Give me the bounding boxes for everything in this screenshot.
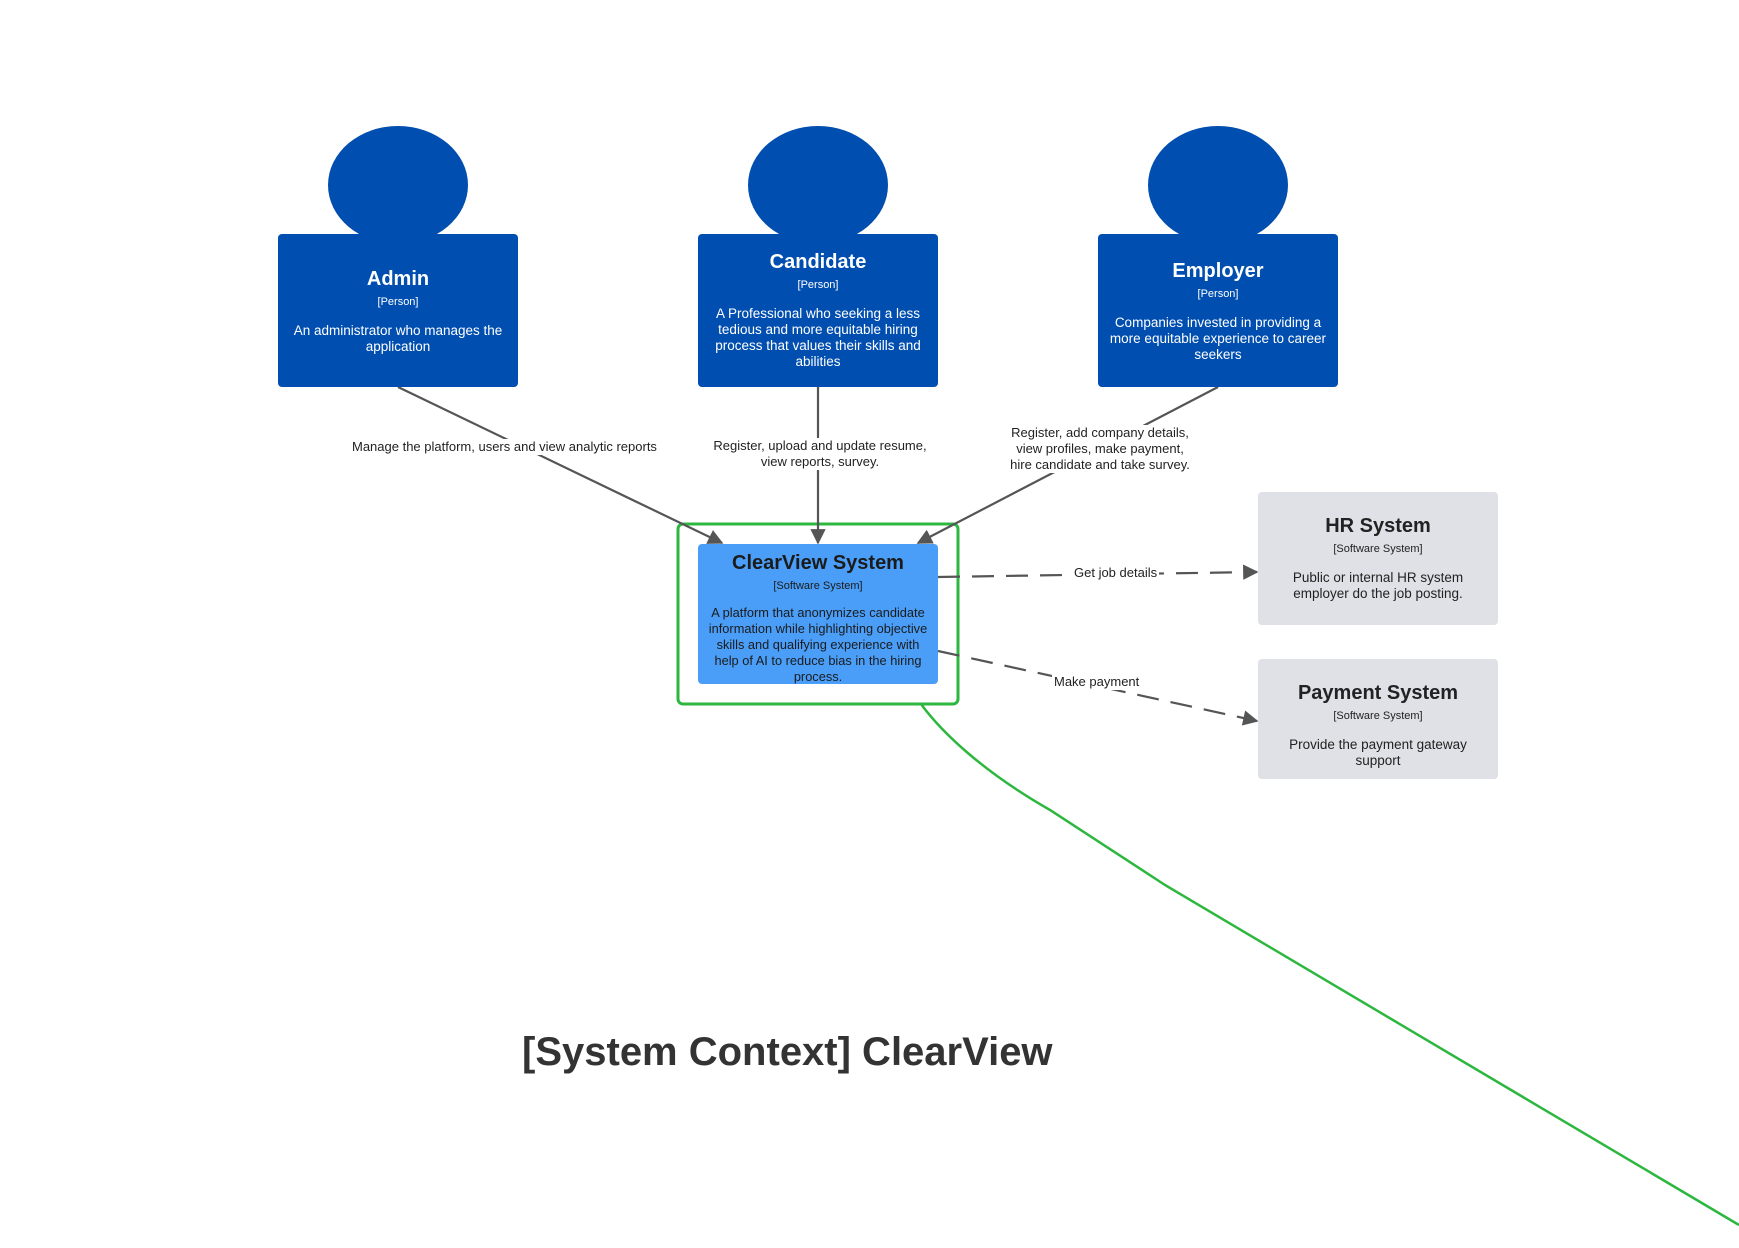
edge-label-candidate-line2: view reports, survey. xyxy=(760,454,880,469)
edge-clearview-to-payment xyxy=(937,649,1259,726)
payment-tag: [Software System] xyxy=(1333,710,1423,722)
edge-label-admin: Manage the platform, users and view anal… xyxy=(350,439,659,455)
edge-label-candidate-line1: Register, upload and update resume, xyxy=(713,438,927,453)
clearview-tag: [Software System] xyxy=(773,580,863,592)
edge-label-hr-text: Get job details xyxy=(1074,565,1158,580)
edge-label-hr: Get job details xyxy=(1072,565,1160,581)
payment-description: Provide the payment gateway support xyxy=(1289,737,1467,768)
edge-label-employer-line1: Register, add company details, xyxy=(1011,425,1189,440)
payment-title: Payment System xyxy=(1297,682,1459,704)
admin-tag: [Person] xyxy=(377,296,419,308)
candidate-tag: [Person] xyxy=(797,279,839,291)
edge-label-candidate: Register, upload and update resume, view… xyxy=(705,438,935,470)
employer-title: Employer xyxy=(1172,260,1264,282)
edge-clearview-to-hr xyxy=(937,564,1259,580)
clearview-description: A platform that anonymizes candidate inf… xyxy=(708,605,928,684)
edge-label-payment-text: Make payment xyxy=(1054,674,1140,689)
candidate-person-head-icon xyxy=(748,126,888,244)
employer-person-box[interactable]: Employer [Person] Companies invested in … xyxy=(1098,234,1338,387)
edge-label-employer: Register, add company details, view prof… xyxy=(1000,425,1200,473)
candidate-person-box[interactable]: Candidate [Person] A Professional who se… xyxy=(698,234,938,387)
admin-description: An administrator who manages the applica… xyxy=(293,323,503,354)
hr-description: Public or internal HR system employer do… xyxy=(1292,570,1464,601)
clearview-system-box[interactable]: ClearView System [Software System] A pla… xyxy=(698,544,938,684)
diagram-title: [System Context] ClearView xyxy=(522,1030,1053,1074)
hr-title: HR System xyxy=(1325,515,1431,537)
edge-label-admin-text: Manage the platform, users and view anal… xyxy=(352,439,657,454)
clearview-title: ClearView System xyxy=(732,552,904,574)
edge-label-payment: Make payment xyxy=(1052,674,1142,690)
edge-admin-to-clearview xyxy=(397,386,724,544)
admin-title: Admin xyxy=(366,268,430,290)
payment-system-box[interactable]: Payment System [Software System] Provide… xyxy=(1258,659,1498,779)
hr-tag: [Software System] xyxy=(1333,543,1423,555)
boundary-tail-line xyxy=(919,703,1739,1227)
employer-description: Companies invested in providing a more e… xyxy=(1109,315,1327,362)
admin-person-box[interactable]: Admin [Person] An administrator who mana… xyxy=(278,234,518,387)
employer-tag: [Person] xyxy=(1197,288,1239,300)
candidate-description: A Professional who seeking a less tediou… xyxy=(715,306,921,369)
hr-system-box[interactable]: HR System [Software System] Public or in… xyxy=(1258,492,1498,625)
employer-person-head-icon xyxy=(1148,126,1288,244)
edge-label-employer-line2: view profiles, make payment, xyxy=(1016,441,1184,456)
edge-label-employer-line3: hire candidate and take survey. xyxy=(1010,457,1190,472)
admin-person-head-icon xyxy=(328,126,468,244)
candidate-title: Candidate xyxy=(769,251,867,273)
